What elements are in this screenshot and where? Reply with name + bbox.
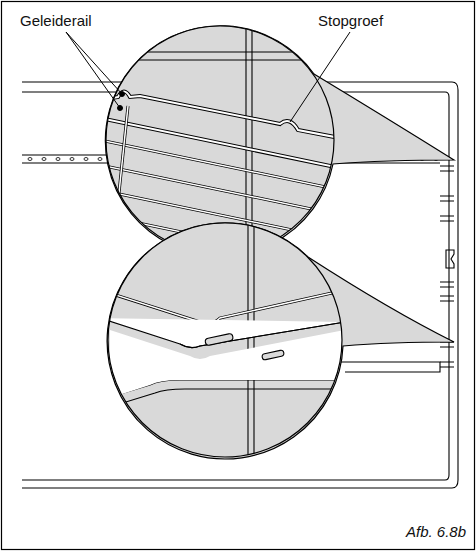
figure-caption: Afb. 6.8b [404, 523, 468, 541]
leader-line [66, 32, 350, 122]
part-label: Stopgroef [316, 12, 385, 30]
tray-detail [100, 220, 360, 460]
part-label: Geleiderail [18, 12, 94, 30]
